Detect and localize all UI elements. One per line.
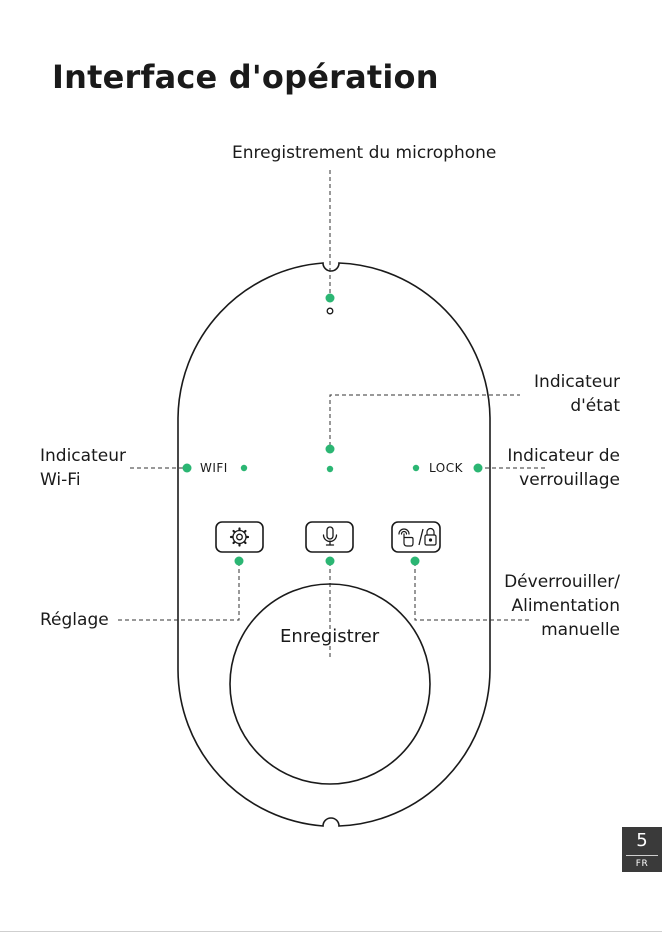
status-led-dot	[326, 445, 335, 454]
status-callout-line2: d'état	[470, 394, 620, 418]
page-language: FR	[622, 858, 662, 871]
fingerprint-touch-icon	[399, 529, 413, 546]
microphone-icon	[324, 527, 337, 545]
microphone-button[interactable]	[306, 522, 353, 552]
unlock-button-dot	[411, 557, 420, 566]
wifi-callout-line1: Indicateur	[40, 444, 126, 468]
lock-callout: Indicateur de verrouillage	[460, 444, 620, 492]
wifi-callout-dot	[183, 464, 192, 473]
badge-divider	[626, 855, 658, 856]
lock-led-dot	[413, 465, 419, 471]
bottom-rule	[0, 931, 662, 932]
microphone-button-dot	[326, 557, 335, 566]
lock-callout-line1: Indicateur de	[460, 444, 620, 468]
unlock-callout-line3: manuelle	[460, 618, 620, 642]
center-led-dot	[327, 466, 333, 472]
padlock-icon	[425, 529, 436, 546]
record-button-label: Enregistrer	[280, 625, 379, 649]
status-callout: Indicateur d'état	[470, 370, 620, 418]
page-badge: 5 FR	[622, 827, 662, 872]
microphone-callout: Enregistrement du microphone	[232, 141, 496, 165]
page-number: 5	[622, 828, 662, 854]
device-outline	[178, 263, 490, 826]
wifi-callout-line2: Wi-Fi	[40, 468, 126, 492]
wifi-callout: Indicateur Wi-Fi	[40, 444, 126, 492]
unlock-callout-line2: Alimentation	[460, 594, 620, 618]
wifi-led-dot	[241, 465, 247, 471]
unlock-callout: Déverrouiller/ Alimentation manuelle	[460, 570, 620, 642]
microphone-led-dot	[326, 294, 335, 303]
unlock-power-button[interactable]	[392, 522, 440, 552]
status-callout-line1: Indicateur	[470, 370, 620, 394]
gear-icon	[231, 529, 248, 546]
settings-button[interactable]	[216, 522, 263, 552]
unlock-callout-line1: Déverrouiller/	[460, 570, 620, 594]
microphone-hole	[327, 308, 333, 314]
lock-device-label: LOCK	[429, 461, 463, 475]
setting-button-dot	[235, 557, 244, 566]
lock-callout-line2: verrouillage	[460, 468, 620, 492]
slash-divider	[419, 529, 423, 545]
setting-callout: Réglage	[40, 608, 109, 632]
wifi-device-label: WIFI	[200, 461, 228, 475]
